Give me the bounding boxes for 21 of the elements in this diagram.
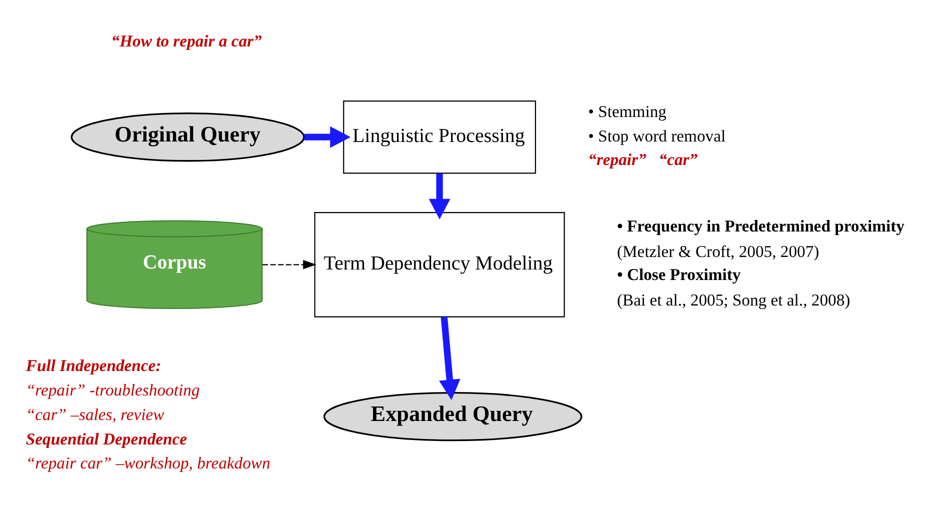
arrow (262, 260, 316, 270)
node-label: • Frequency in Predetermined proximity (616, 216, 904, 236)
node-label: (Metzler & Croft, 2005, 2007) (616, 242, 819, 261)
node-label: • Stop word removal (588, 126, 726, 146)
arrow (438, 316, 460, 400)
label: “repair” -troubleshooting (25, 380, 200, 400)
label: “car” –sales, review (25, 404, 164, 424)
node-label: • Close Proximity (616, 265, 740, 284)
arrow (428, 173, 450, 220)
node-box: Linguistic Processing (342, 100, 536, 174)
node-ellipse: Original Query (70, 112, 304, 162)
label: Sequential Dependence (25, 429, 187, 448)
node-label: (Bai et al., 2005; Song et al., 2008) (616, 290, 850, 310)
label: Full Independence: (25, 356, 161, 376)
node-label: • Stemming (588, 102, 666, 122)
node-label: “How to repair a car” (110, 32, 262, 51)
node-box: Term Dependency Modeling (314, 212, 564, 318)
node-label: “repair” “car” (588, 150, 698, 169)
arrow (304, 126, 350, 148)
node-ellipse: Expanded Query (322, 392, 582, 442)
label: “repair car” –workshop, breakdown (25, 454, 270, 473)
